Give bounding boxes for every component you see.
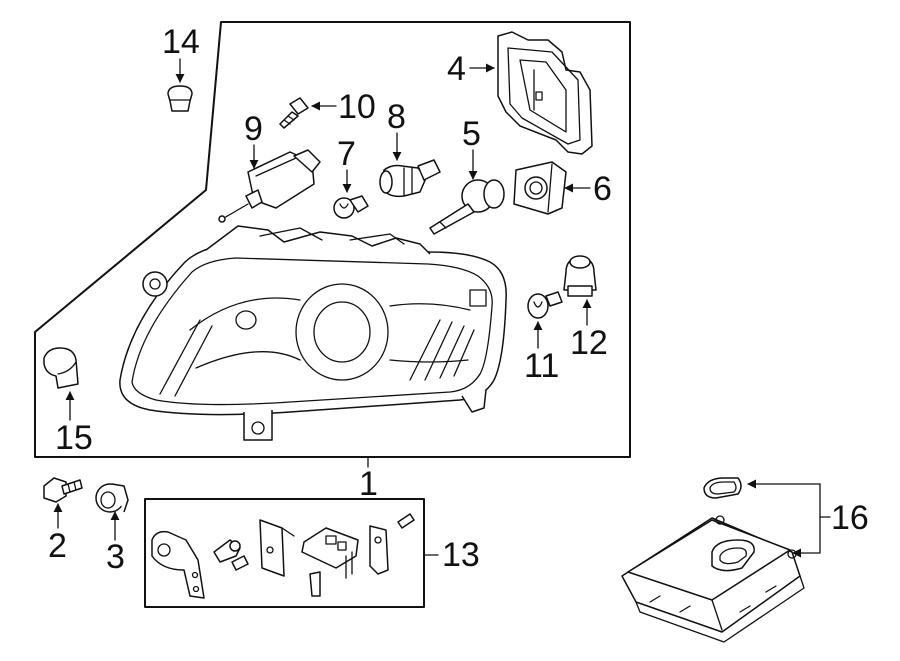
- kit-contents-13: [151, 513, 415, 599]
- bulb-8: [379, 159, 441, 198]
- callout-15: 15: [55, 419, 93, 457]
- assembly-frame: [34, 21, 631, 458]
- motor-9: [218, 149, 321, 223]
- leader-lines: [53, 58, 831, 558]
- cap-15: [43, 347, 79, 389]
- socket-6: [513, 161, 567, 215]
- callout-8: 8: [387, 98, 406, 136]
- callout-16: 16: [831, 499, 869, 537]
- callout-14: 14: [162, 23, 200, 61]
- callout-11: 11: [524, 347, 559, 385]
- callout-5: 5: [462, 115, 481, 153]
- cap-14: [167, 85, 193, 112]
- bulb-7: [333, 195, 369, 219]
- headlamp-1: [119, 225, 507, 441]
- callout-1: 1: [359, 465, 378, 503]
- callout-9: 9: [244, 110, 263, 148]
- bulb-11: [527, 291, 563, 319]
- callout-12: 12: [570, 324, 608, 362]
- callout-7: 7: [337, 135, 356, 173]
- screw-10: [279, 97, 309, 129]
- callout-10: 10: [338, 88, 376, 126]
- callout-4: 4: [447, 50, 466, 88]
- bolt-2: [43, 477, 83, 503]
- bulb-5: [429, 179, 505, 235]
- nut-3: [95, 483, 129, 513]
- callout-3: 3: [106, 538, 125, 576]
- bulb-12: [563, 255, 597, 297]
- cover-4: [497, 31, 593, 155]
- callout-labels: 1 2 3 4 5 6 7 8 9 10 11 12 13 14 15 16: [48, 23, 869, 576]
- callout-2: 2: [48, 527, 67, 565]
- control-module-16: [621, 477, 805, 643]
- callout-13: 13: [442, 536, 480, 574]
- callout-6: 6: [593, 170, 612, 208]
- kit-frame: [144, 498, 425, 608]
